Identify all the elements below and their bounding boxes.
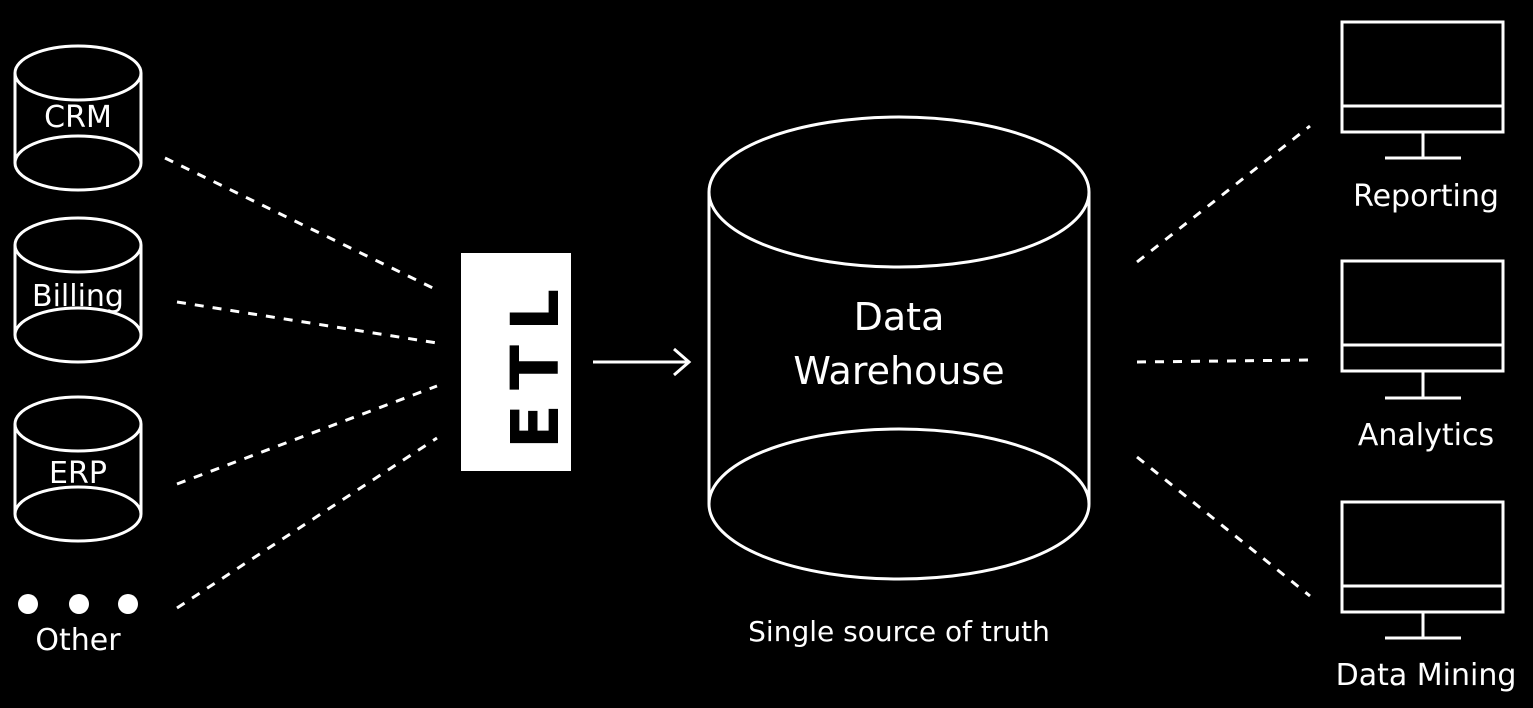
connector-warehouse-reporting bbox=[1136, 124, 1311, 264]
source-erp: ERP bbox=[13, 395, 143, 543]
connector-warehouse-datamining bbox=[1136, 455, 1311, 598]
etl-label: ETL bbox=[497, 275, 574, 449]
monitor-icon bbox=[1340, 259, 1505, 400]
arrow-etl-to-warehouse bbox=[593, 347, 692, 377]
source-crm: CRM bbox=[13, 44, 143, 192]
source-label-crm: CRM bbox=[44, 100, 112, 135]
source-billing: Billing bbox=[13, 216, 143, 364]
connector-crm-etl bbox=[164, 156, 438, 292]
database-icon bbox=[13, 44, 143, 192]
ellipsis-icon bbox=[18, 594, 138, 614]
warehouse-cylinder-icon bbox=[707, 115, 1091, 581]
data-warehouse: Data Warehouse Single source of truth bbox=[707, 115, 1091, 648]
warehouse-title-line1: Data bbox=[854, 295, 945, 339]
connector-warehouse-analytics bbox=[1136, 358, 1311, 364]
etl-box: ETL bbox=[461, 253, 574, 471]
output-connectors bbox=[1136, 124, 1311, 598]
source-label-billing: Billing bbox=[32, 279, 124, 314]
database-icon bbox=[13, 395, 143, 543]
warehouse-caption: Single source of truth bbox=[748, 615, 1050, 648]
output-label-reporting: Reporting bbox=[1353, 179, 1499, 214]
warehouse-title-line2: Warehouse bbox=[793, 349, 1004, 393]
output-data-mining: Data Mining bbox=[1336, 500, 1517, 693]
database-icon bbox=[13, 216, 143, 364]
source-label-other: Other bbox=[35, 623, 121, 658]
output-label-data-mining: Data Mining bbox=[1336, 658, 1517, 693]
output-analytics: Analytics bbox=[1340, 259, 1505, 453]
source-label-erp: ERP bbox=[49, 456, 107, 491]
monitor-icon bbox=[1340, 500, 1505, 640]
connector-other-etl bbox=[176, 436, 438, 610]
monitor-icon bbox=[1340, 20, 1505, 160]
source-other: Other bbox=[18, 594, 138, 658]
connector-erp-etl bbox=[176, 384, 438, 486]
connector-billing-etl bbox=[176, 300, 438, 345]
output-reporting: Reporting bbox=[1340, 20, 1505, 214]
source-connectors bbox=[164, 156, 438, 610]
output-label-analytics: Analytics bbox=[1358, 418, 1494, 453]
